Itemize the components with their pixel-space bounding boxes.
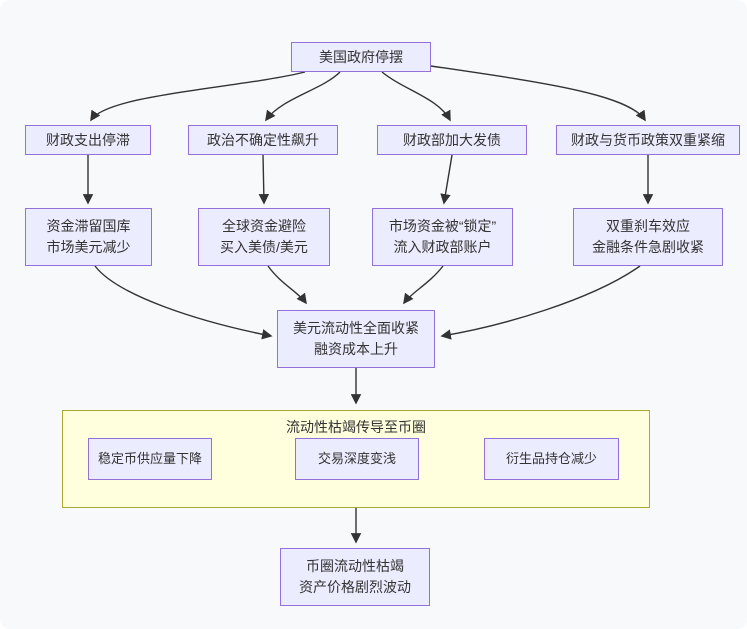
node-us-govt-shutdown: 美国政府停摆 — [291, 42, 431, 72]
node-global-safe-haven: 全球资金避险 买入美债/美元 — [198, 208, 330, 266]
node-trading-depth-shallow: 交易深度变浅 — [295, 438, 419, 480]
node-line: 全球资金避险 — [222, 218, 306, 234]
edge-root-b2 — [265, 71, 341, 122]
node-derivatives-positions-drop: 衍生品持仓减少 — [484, 438, 619, 480]
subgraph-title: 流动性枯竭传导至币圈 — [286, 419, 426, 435]
node-line: 美元流动性全面收紧 — [293, 320, 419, 336]
node-treasury-debt-issuance: 财政部加大发债 — [377, 125, 527, 155]
node-political-uncertainty: 政治不确定性飙升 — [188, 125, 338, 155]
node-fiscal-spending-halt: 财政支出停滞 — [25, 125, 151, 155]
node-line: 市场美元减少 — [46, 239, 131, 255]
node-line: 资金滞留国库 — [46, 218, 131, 234]
node-crypto-liquidity-drought: 币圈流动性枯竭 资产价格剧烈波动 — [280, 548, 430, 606]
edge-b2-e2 — [258, 154, 270, 205]
node-dual-policy-tightening: 财政与货币政策双重紧缩 — [556, 125, 740, 155]
edge-e2-converge — [267, 265, 307, 305]
node-funds-stuck-treasury: 资金滞留国库 市场美元减少 — [25, 208, 152, 266]
edge-b3-e3 — [440, 154, 453, 205]
edge-root-b1 — [90, 71, 306, 122]
edge-root-b4 — [430, 65, 646, 122]
node-line: 流入财政部账户 — [393, 239, 492, 255]
node-line: 币圈流动性枯竭 — [306, 558, 404, 574]
node-line: 金融条件急剧收紧 — [592, 239, 704, 255]
edge-root-b3 — [381, 71, 451, 122]
edge-e4-converge — [440, 265, 641, 340]
node-stablecoin-supply-drop: 稳定币供应量下降 — [88, 438, 212, 480]
edge-e1-converge — [94, 265, 273, 340]
node-funds-locked: 市场资金被“锁定” 流入财政部账户 — [372, 208, 513, 266]
node-line: 融资成本上升 — [314, 341, 398, 357]
node-line: 市场资金被“锁定” — [388, 218, 497, 234]
edge-e3-converge — [403, 265, 444, 305]
node-line: 买入美债/美元 — [220, 239, 308, 255]
node-double-brake-effect: 双重刹车效应 金融条件急剧收紧 — [573, 208, 723, 266]
node-line: 资产价格剧烈波动 — [299, 579, 411, 595]
node-line: 双重刹车效应 — [606, 218, 690, 234]
node-dollar-liquidity-tightening: 美元流动性全面收紧 融资成本上升 — [277, 310, 435, 368]
